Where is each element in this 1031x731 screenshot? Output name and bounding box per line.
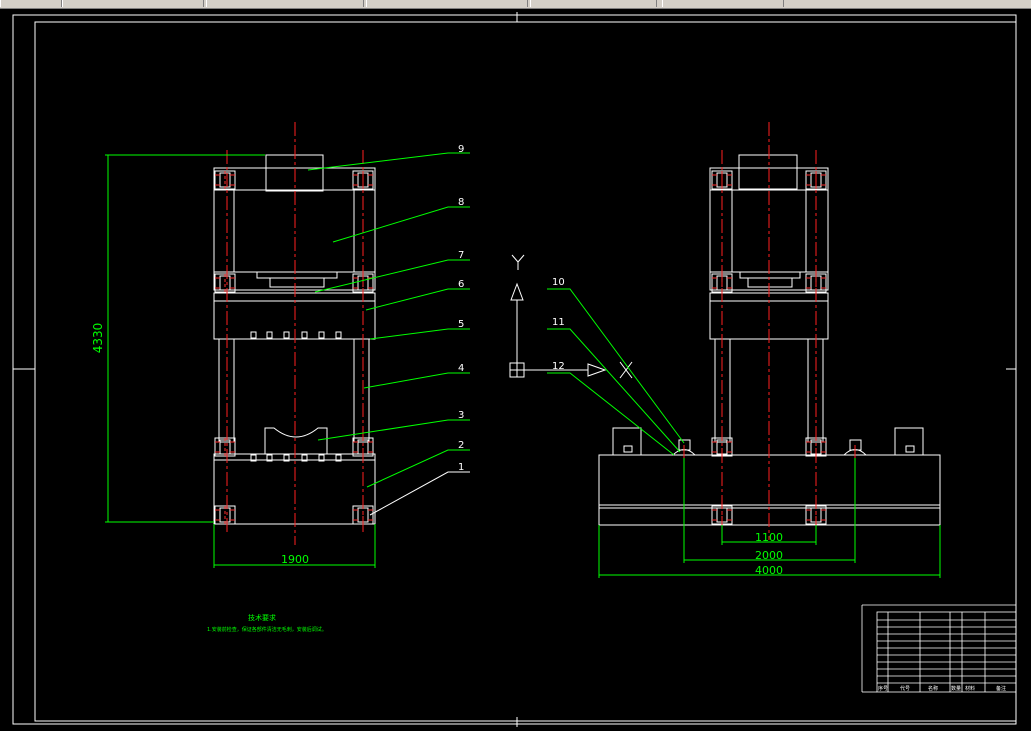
front-view-centerlines — [226, 122, 364, 545]
sheet-frame — [12, 12, 1017, 727]
front-view-leaders — [307, 152, 470, 488]
toolbar-segment[interactable] — [206, 0, 364, 7]
side-dim-1100: 1100 — [755, 531, 783, 544]
notes-title: 技术要求 — [248, 613, 276, 622]
side-view-centerlines — [721, 122, 817, 540]
balloon-2: 2 — [458, 440, 464, 451]
side-view-dimensions — [598, 458, 941, 578]
front-width-dimension — [213, 524, 376, 568]
side-dim-2000: 2000 — [755, 549, 783, 562]
balloon-1-leader — [369, 471, 470, 516]
balloon-4: 4 — [458, 363, 464, 374]
notes-line-1: 1.安装前检查，保证各部件清洁无毛刺，安装后调试。 — [207, 626, 327, 633]
balloon-10: 10 — [552, 277, 565, 288]
balloon-3: 3 — [458, 410, 464, 421]
front-width-label: 1900 — [281, 553, 309, 566]
toolbar-segment[interactable] — [530, 0, 657, 7]
front-view-nuts — [214, 170, 374, 525]
balloon-8: 8 — [458, 197, 464, 208]
tb-header-code: 代号 — [900, 685, 910, 692]
tb-header-qty: 数量 — [951, 685, 961, 692]
balloon-6: 6 — [458, 279, 464, 290]
front-view-balloons: 9 8 7 6 5 4 3 2 1 — [458, 144, 464, 473]
toolbar-segment[interactable] — [366, 0, 528, 7]
balloon-1: 1 — [458, 462, 464, 473]
front-height-dimension — [105, 154, 265, 523]
side-dim-4000: 4000 — [755, 564, 783, 577]
toolbar-segment[interactable] — [662, 0, 784, 7]
balloon-12: 12 — [552, 361, 565, 372]
title-block — [861, 604, 1017, 693]
side-view-balloons: 10 11 12 — [552, 277, 565, 372]
front-height-label: 4330 — [91, 323, 105, 354]
balloon-5: 5 — [458, 319, 464, 330]
tb-header-remark: 备注 — [996, 685, 1006, 692]
balloon-9: 9 — [458, 144, 464, 155]
side-view-lug-marks — [683, 445, 856, 458]
side-view-leaders — [547, 288, 685, 456]
tb-header-name: 名称 — [928, 685, 938, 692]
ucs-icon — [509, 254, 633, 379]
tb-header-no: 序号 — [878, 685, 888, 692]
application-toolbar — [0, 0, 1031, 9]
drawing-canvas[interactable]: 4330 1900 9 8 7 6 5 4 3 2 1 — [0, 8, 1031, 731]
toolbar-segment[interactable] — [0, 0, 62, 7]
balloon-11: 11 — [552, 317, 565, 328]
balloon-7: 7 — [458, 250, 464, 261]
tb-header-material: 材料 — [965, 685, 975, 692]
toolbar-segment[interactable] — [62, 0, 204, 7]
title-block-header: 序号 代号 名称 数量 材料 备注 — [878, 685, 1006, 692]
